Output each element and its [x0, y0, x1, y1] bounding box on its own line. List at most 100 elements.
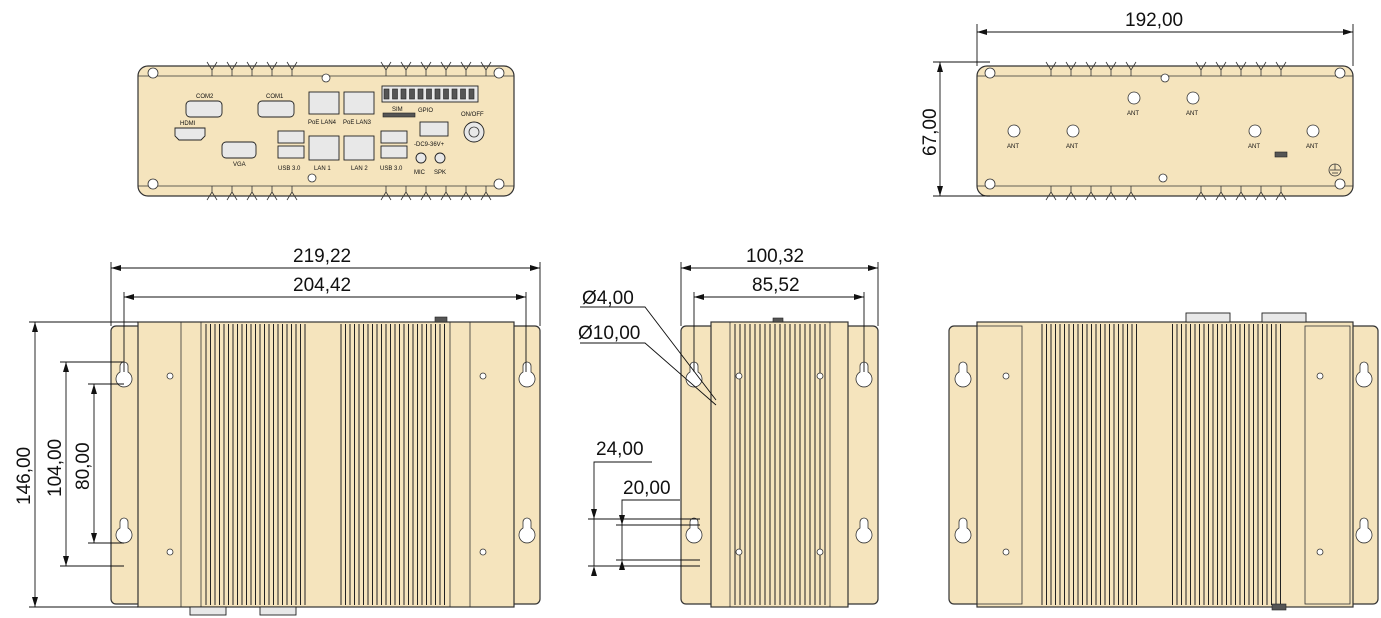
dim-top-hole-spacing-text: 204,42 — [293, 275, 351, 296]
fin-notch — [420, 61, 432, 76]
poe-lan3-label: PoE LAN3 — [343, 120, 372, 126]
spk-jack — [434, 152, 446, 164]
keyhole-slot — [954, 361, 972, 388]
sim-slot — [382, 112, 416, 118]
fin-notch — [1045, 61, 1057, 76]
ant-label: ANT — [1127, 111, 1139, 117]
gpio-pin — [468, 88, 475, 100]
dip-switch — [1274, 151, 1288, 158]
ant-label: ANT — [1186, 111, 1198, 117]
fin-notch — [1195, 186, 1207, 201]
ground-icon — [1328, 163, 1342, 177]
top-screw — [479, 548, 487, 556]
ant-label: ANT — [1066, 144, 1078, 150]
front-corner-hole — [493, 178, 505, 190]
gpio-pin — [417, 88, 424, 100]
fin-notch — [480, 186, 492, 201]
dim-top-overall-width: 219,22 — [110, 246, 541, 326]
keyhole-slots — [954, 361, 1373, 544]
dim-top-hole-depth-outer-text: 104,00 — [45, 439, 66, 497]
fin-notch — [1045, 186, 1057, 201]
side-view — [680, 317, 879, 608]
front-corner-hole — [147, 178, 159, 190]
front-fin-notches — [206, 61, 492, 201]
front-corner-hole — [147, 67, 159, 79]
lan2-port — [343, 135, 375, 161]
dim-side-overall-width: 100,32 — [680, 246, 879, 326]
fin-notch — [1235, 61, 1247, 76]
gpio-pin — [409, 88, 415, 100]
side-led — [772, 317, 784, 323]
gpio-pin — [434, 88, 441, 100]
side-screw — [816, 372, 824, 380]
bottom-screw — [1002, 372, 1010, 380]
usb-right-label: USB 3.0 — [380, 166, 403, 172]
lan1-port — [308, 135, 340, 161]
fin-notch — [460, 61, 472, 76]
poe-lan3-port — [343, 91, 375, 115]
sim-label: SIM — [392, 107, 403, 113]
mic-label: MIC — [414, 170, 426, 176]
com1-label: COM1 — [266, 94, 284, 100]
rear-panel-body — [976, 65, 1354, 197]
dim-top-overall-depth: 146,00 — [14, 321, 138, 608]
fin-notch — [420, 186, 432, 201]
fin-notch — [1105, 186, 1117, 201]
dim-slot-large-diameter-text: Ø10,00 — [578, 323, 640, 344]
top-led — [434, 316, 448, 323]
usb-left-label: USB 3.0 — [278, 166, 301, 172]
front-screw-hole — [307, 173, 317, 183]
lan1-label: LAN 1 — [314, 166, 331, 172]
bottom-screw — [1002, 548, 1010, 556]
dim-top-hole-depth-outer: 104,00 — [45, 361, 124, 567]
antenna-hole — [1007, 124, 1021, 138]
fin-notch — [460, 186, 472, 201]
gpio-pin — [392, 88, 398, 100]
fin-notch — [1085, 61, 1097, 76]
fin-notch — [206, 186, 218, 201]
keyhole-slots — [685, 361, 873, 544]
bottom-screw — [1316, 372, 1324, 380]
top-connector — [1261, 312, 1307, 323]
usb-port — [277, 145, 305, 159]
vga-port — [221, 141, 257, 159]
dim-slot-inner-length-text: 20,00 — [623, 478, 671, 499]
front-corner-hole — [493, 67, 505, 79]
dim-rear-width: 192,00 — [976, 10, 1354, 66]
keyhole-slot — [115, 517, 133, 544]
top-screw — [166, 372, 174, 380]
side-screw — [816, 548, 824, 556]
fin-notch — [1125, 61, 1137, 76]
hdmi-label: HDMI — [180, 121, 196, 127]
fin-notch — [1255, 61, 1267, 76]
keyhole-slot — [855, 361, 873, 388]
fin-notch — [226, 186, 238, 201]
bottom-housing — [976, 321, 1354, 608]
side-screw — [735, 548, 743, 556]
mic-jack — [415, 152, 427, 164]
fin-notch — [1065, 61, 1077, 76]
keyhole-slot — [855, 517, 873, 544]
fin-notch — [1195, 61, 1207, 76]
keyhole-slots — [115, 361, 536, 544]
dim-top-overall-width-text: 219,22 — [293, 246, 351, 267]
lan2-label: LAN 2 — [351, 166, 368, 172]
bottom-led — [1271, 603, 1287, 611]
keyhole-slot — [518, 517, 536, 544]
fin-notch — [286, 61, 298, 76]
dim-rear-height-text: 67,00 — [920, 108, 941, 156]
ant-label: ANT — [1007, 144, 1019, 150]
front-view: COM2 COM1 HDMI VGA USB 3.0 PoE LAN4 PoE … — [137, 61, 515, 201]
ant-label: ANT — [1248, 144, 1260, 150]
rear-screw-hole — [1160, 73, 1170, 83]
fin-notch — [286, 186, 298, 201]
gpio-pins — [383, 88, 475, 100]
usb-port — [277, 130, 305, 144]
dim-slot-diameters: Ø4,00 Ø10,00 — [578, 288, 717, 406]
usb-port — [380, 130, 408, 144]
fin-notch — [440, 186, 452, 201]
fin-notch — [1085, 186, 1097, 201]
gpio-pin — [443, 88, 449, 100]
fin-notch — [480, 61, 492, 76]
bottom-screw — [1316, 548, 1324, 556]
